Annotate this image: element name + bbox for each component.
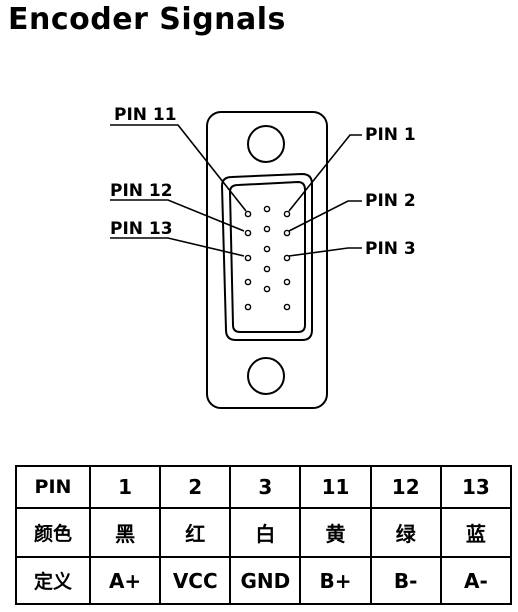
pin-hole [263,265,271,273]
table-row-color: 颜色 黑 红 白 黄 绿 蓝 [15,506,513,559]
pin-hole [263,285,271,293]
pin-hole [244,210,252,218]
pin-number: 11 [299,465,372,509]
pin-number: 12 [369,465,442,509]
pin-hole [263,205,271,213]
pin-number: 3 [229,465,302,509]
mounting-hole-bottom [247,357,285,395]
leader-line-pin12 [110,199,245,232]
pin-holes [244,205,291,311]
pin-hole [244,254,252,262]
row-header-definition: 定义 [15,556,91,605]
wire-color: 绿 [369,506,442,559]
pin-hole [244,278,252,286]
pin-hole [283,303,291,311]
signal-definition: GND [229,556,302,605]
leader-line-pin1 [288,134,362,212]
table-row-pin: PIN 1 2 3 11 12 13 [15,465,513,509]
label-pin12: PIN 12 [110,181,173,201]
row-header-color: 颜色 [15,506,91,559]
wire-color: 黄 [299,506,372,559]
dsub-inner-outline [228,180,306,333]
pin-hole [263,245,271,253]
signal-definition: VCC [159,556,232,605]
mounting-hole-top [247,125,285,163]
leader-line-pin2 [288,200,362,232]
leader-line-pin13 [110,237,245,257]
signal-definition: A+ [88,556,162,605]
wire-color: 黑 [88,506,162,559]
label-pin11: PIN 11 [114,105,177,125]
label-pin13: PIN 13 [110,219,173,239]
pin-hole [244,303,252,311]
row-header-pin: PIN [15,465,91,509]
wire-color: 白 [229,506,302,559]
wire-color: 红 [159,506,232,559]
pin-number: 1 [88,465,162,509]
connector-outer-shell [206,111,328,409]
pin-number: 2 [159,465,232,509]
leader-line-pin11 [110,124,247,212]
page-title: Encoder Signals [8,2,286,37]
connector-diagram: PIN 11 PIN 12 PIN 13 PIN 1 PIN 2 PIN 3 [110,105,416,409]
pin-hole [283,210,291,218]
wire-color: 蓝 [439,506,513,559]
signal-definition: B+ [299,556,372,605]
pin-hole [263,225,271,233]
pin-number: 13 [439,465,513,509]
leader-line-pin3 [288,247,362,257]
label-pin2: PIN 2 [365,191,416,211]
pin-hole [283,229,291,237]
dsub-outer-outline [220,172,313,341]
pin-hole [283,278,291,286]
table-row-definition: 定义 A+ VCC GND B+ B- A- [15,556,513,605]
signal-definition: A- [439,556,513,605]
signal-definition: B- [369,556,442,605]
label-pin3: PIN 3 [365,239,416,259]
pin-hole [283,254,291,262]
pin-table: PIN 1 2 3 11 12 13 颜色 黑 红 白 黄 绿 蓝 定义 A+ … [15,465,513,605]
pin-hole [244,229,252,237]
label-pin1: PIN 1 [365,125,416,145]
